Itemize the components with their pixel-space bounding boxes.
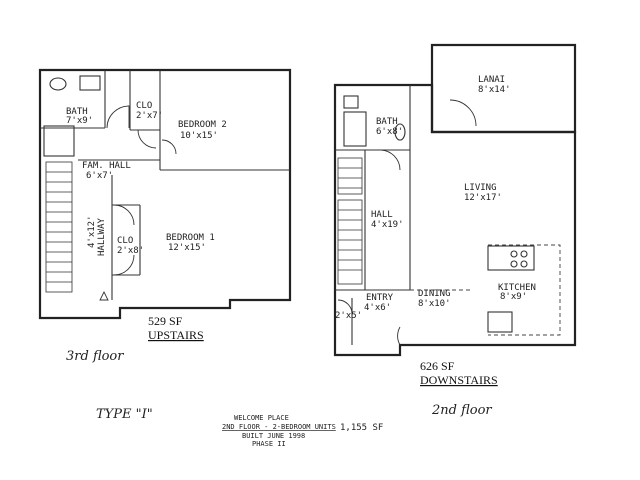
bedroom1-label: BEDROOM 1 xyxy=(166,233,215,243)
range-icon xyxy=(487,245,535,271)
burner-icon xyxy=(520,260,528,268)
entry-door-icon xyxy=(397,326,401,346)
downstairs-area: 626 SF xyxy=(420,359,455,373)
hallway-dim: 4'x12' xyxy=(87,215,97,248)
type-label: TYPE "I" xyxy=(96,407,153,422)
closet-door-bottom-icon xyxy=(113,254,135,276)
dining-label: DINING xyxy=(418,289,451,299)
upstairs-closet-top-label: CLO xyxy=(136,101,152,111)
sink-icon xyxy=(79,75,101,91)
dining-dim: 8'x10' xyxy=(418,299,451,309)
upstairs-bath-label: BATH xyxy=(66,107,88,117)
fam-hall-door-icon xyxy=(137,129,157,149)
hall-label: HALL xyxy=(371,210,393,220)
lanai-dim: 8'x14' xyxy=(478,85,511,95)
fam-hall-label: FAM. HALL xyxy=(82,161,131,171)
bedroom2-door-icon xyxy=(161,139,177,155)
downstairs-toilet-icon xyxy=(394,123,406,141)
title-line-2: 2ND FLOOR - 2-BEDROOM UNITS xyxy=(222,423,336,431)
total-area: 1,155 SF xyxy=(340,423,383,433)
closet-door-top-icon xyxy=(113,204,135,226)
title-line-3: BUILT JUNE 1998 xyxy=(242,432,305,440)
burner-icon xyxy=(510,260,518,268)
burner-icon xyxy=(510,250,518,258)
upstairs-bath-dim: 7'x9' xyxy=(66,116,93,126)
downstairs-bath-door-icon xyxy=(379,149,401,171)
kitchen-dim: 8'x9' xyxy=(500,292,527,302)
upstairs-area: 529 SF xyxy=(148,314,183,328)
bedroom2-dim: 10'x15' xyxy=(180,131,218,141)
upstairs-closet-bottom-dim: 2'x8' xyxy=(117,246,144,256)
bedroom2-label: BEDROOM 2 xyxy=(178,120,227,130)
downstairs-tub-icon xyxy=(343,111,367,147)
entry-closet-door-icon xyxy=(337,299,353,315)
upstairs-stair-icon xyxy=(45,161,73,293)
downstairs-bath-dim: 6'x8' xyxy=(376,127,403,137)
bath-door-icon xyxy=(106,105,130,129)
living-dim: 12'x17' xyxy=(464,193,502,203)
bathtub-icon xyxy=(43,125,75,157)
upstairs-closet-top-dim: 2'x7' xyxy=(136,111,163,121)
kitchen-sink-icon xyxy=(487,311,513,333)
downstairs-plan: LANAI 8'x14' BATH 6'x8' LIVING 12'x17' H… xyxy=(333,43,577,418)
kitchen-counter xyxy=(488,244,561,336)
title-line-4: PHASE II xyxy=(252,440,286,448)
kitchen-label: KITCHEN xyxy=(498,283,536,293)
entry-dim: 4'x6' xyxy=(364,303,391,313)
living-label: LIVING xyxy=(464,183,497,193)
downstairs-bath-label: BATH xyxy=(376,117,398,127)
fam-hall-dim: 6'x7' xyxy=(86,171,113,181)
bedroom1-dim: 12'x15' xyxy=(168,243,206,253)
upstairs-outer-wall xyxy=(38,68,292,320)
hall-dim: 4'x19' xyxy=(371,220,404,230)
title-block: TYPE "I" WELCOME PLACE 2ND FLOOR - 2-BED… xyxy=(96,407,383,448)
closet-dim: 2'x5' xyxy=(335,311,362,321)
hallway-label: HALLWAY xyxy=(97,217,107,256)
lanai-label: LANAI xyxy=(478,75,505,85)
lanai-door-icon xyxy=(449,99,477,127)
upstairs-closet-bottom-label: CLO xyxy=(117,236,133,246)
burner-icon xyxy=(520,250,528,258)
entry-label: ENTRY xyxy=(366,293,394,303)
downstairs-stair-icon xyxy=(337,157,363,285)
downstairs-label: DOWNSTAIRS xyxy=(420,373,498,387)
toilet-icon xyxy=(49,77,67,91)
downstairs-sink-icon xyxy=(343,95,359,109)
upstairs-floor-note: 3rd floor xyxy=(66,349,124,364)
downstairs-floor-note: 2nd floor xyxy=(431,403,492,418)
downstairs-outer-wall xyxy=(333,83,577,357)
upstairs-label: UPSTAIRS xyxy=(148,328,204,342)
title-line-1: WELCOME PLACE xyxy=(234,414,289,422)
stair-arrow-icon xyxy=(99,290,109,301)
upstairs-plan: BATH 7'x9' CLO 2'x7' BEDROOM 2 10'x15' F… xyxy=(38,68,292,364)
